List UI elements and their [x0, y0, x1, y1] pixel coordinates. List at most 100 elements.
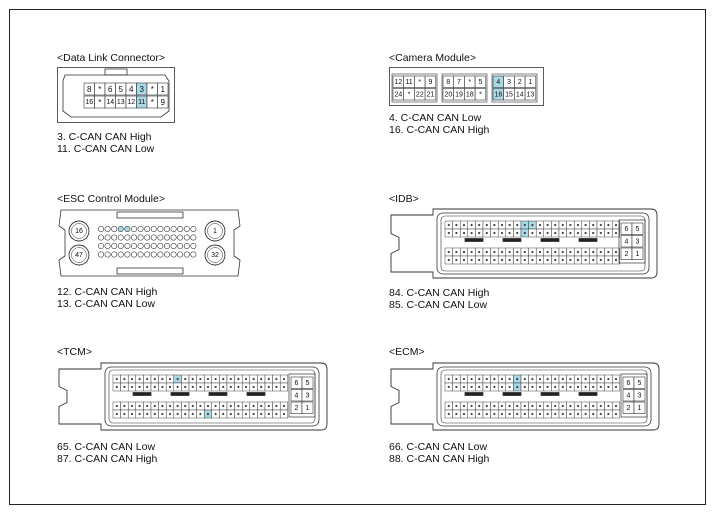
signal-pin — [124, 234, 131, 241]
pin-contact — [538, 412, 542, 416]
signal-pin — [190, 225, 197, 232]
pin-contact — [538, 250, 542, 254]
signal-pin — [117, 225, 124, 232]
pin-contact — [554, 385, 557, 389]
pin-contact — [531, 377, 534, 381]
signal-pin — [190, 242, 197, 249]
signal-pin — [170, 234, 177, 241]
pin-contact — [275, 412, 278, 416]
pin-number: 14 — [516, 91, 524, 98]
pin-number: 8 — [446, 79, 450, 86]
esc-pin-line: 12. C-CAN CAN High — [57, 286, 158, 298]
pin-contact — [206, 412, 210, 416]
signal-pin — [190, 251, 197, 258]
pin-contact — [275, 385, 278, 389]
signal-pin — [157, 251, 164, 258]
pin-contact — [462, 404, 466, 408]
pin-contact — [115, 412, 118, 416]
pin-contact — [115, 404, 118, 408]
signal-pin — [97, 242, 104, 249]
pin-number: 24 — [394, 91, 402, 98]
pin-contact — [554, 231, 557, 235]
pin-cell — [633, 401, 646, 414]
power-pin — [71, 247, 87, 263]
pin-number: 7 — [457, 79, 461, 86]
pin-contact — [462, 223, 466, 227]
pin-contact — [478, 250, 481, 254]
side-pin-block — [620, 373, 648, 418]
signal-pin — [137, 234, 144, 241]
pin-contact — [478, 258, 481, 262]
signal-pin — [183, 225, 190, 232]
signal-pin — [150, 251, 157, 258]
pin-contact — [176, 412, 179, 416]
signal-pin — [137, 242, 144, 249]
pin-contact — [508, 404, 511, 408]
pin-number: * — [151, 98, 154, 107]
pin-contact — [561, 412, 564, 416]
pin-contact — [146, 385, 149, 389]
pin-contact — [569, 412, 572, 416]
pin-contact — [123, 404, 126, 408]
camera-pin-line: 16. C-CAN CAN High — [389, 124, 490, 136]
pin-contact — [561, 385, 564, 389]
pin-contact — [199, 385, 202, 389]
pin-contact — [184, 377, 187, 381]
signal-pin — [111, 234, 118, 241]
power-pin-ring — [68, 220, 90, 242]
pin-contact — [470, 412, 473, 416]
pin-contact — [592, 412, 595, 416]
pin-contact — [206, 377, 210, 381]
pin-contact — [576, 404, 580, 408]
signal-pin — [131, 234, 138, 241]
signal-pin — [144, 225, 151, 232]
pin-contact — [199, 377, 202, 381]
power-pin — [207, 223, 223, 239]
idb-title: <IDB> — [389, 193, 419, 205]
pin-contact — [516, 385, 519, 389]
pin-contact — [206, 385, 210, 389]
pin-contact — [516, 250, 519, 254]
pin-contact — [516, 223, 519, 227]
pin-number: 4 — [295, 392, 299, 399]
signal-pin — [131, 251, 138, 258]
pin-number: 16 — [494, 91, 502, 98]
pin-contact — [500, 231, 504, 235]
dlc-pin-line: 11. C-CAN CAN Low — [57, 143, 155, 155]
pin-contact — [500, 412, 504, 416]
signal-pin — [157, 234, 164, 241]
pin-contact — [478, 385, 481, 389]
pin-contact — [554, 412, 557, 416]
esc-title: <ESC Control Module> — [57, 193, 165, 205]
signal-pin — [190, 234, 197, 241]
pin-contact — [607, 385, 610, 389]
pin-contact — [470, 258, 473, 262]
pin-number: 2 — [518, 79, 522, 86]
pin-contact — [569, 377, 572, 381]
pin-number: * — [98, 85, 101, 94]
connector-latch — [116, 211, 184, 219]
pin-contact — [237, 412, 240, 416]
pin-contact — [470, 385, 473, 389]
pin-contact — [282, 377, 286, 381]
pin-number: 3 — [507, 79, 511, 86]
pin-contact — [462, 250, 466, 254]
pin-contact — [153, 404, 156, 408]
pin-number: 6 — [625, 226, 629, 233]
pin-contact — [592, 377, 595, 381]
signal-pin — [117, 242, 124, 249]
pin-number: 4 — [627, 392, 631, 399]
pin-contact — [523, 250, 526, 254]
pin-number: 19 — [455, 91, 463, 98]
pin-contact — [191, 385, 194, 389]
power-pin — [207, 247, 223, 263]
pin-contact — [546, 377, 549, 381]
pin-contact — [447, 404, 450, 408]
pin-contact — [146, 404, 149, 408]
pin-contact — [599, 404, 602, 408]
pin-number: 5 — [636, 226, 640, 233]
pin-number: 4 — [625, 238, 629, 245]
esc-pin-list: 12. C-CAN CAN High 13. C-CAN CAN Low — [57, 286, 157, 310]
